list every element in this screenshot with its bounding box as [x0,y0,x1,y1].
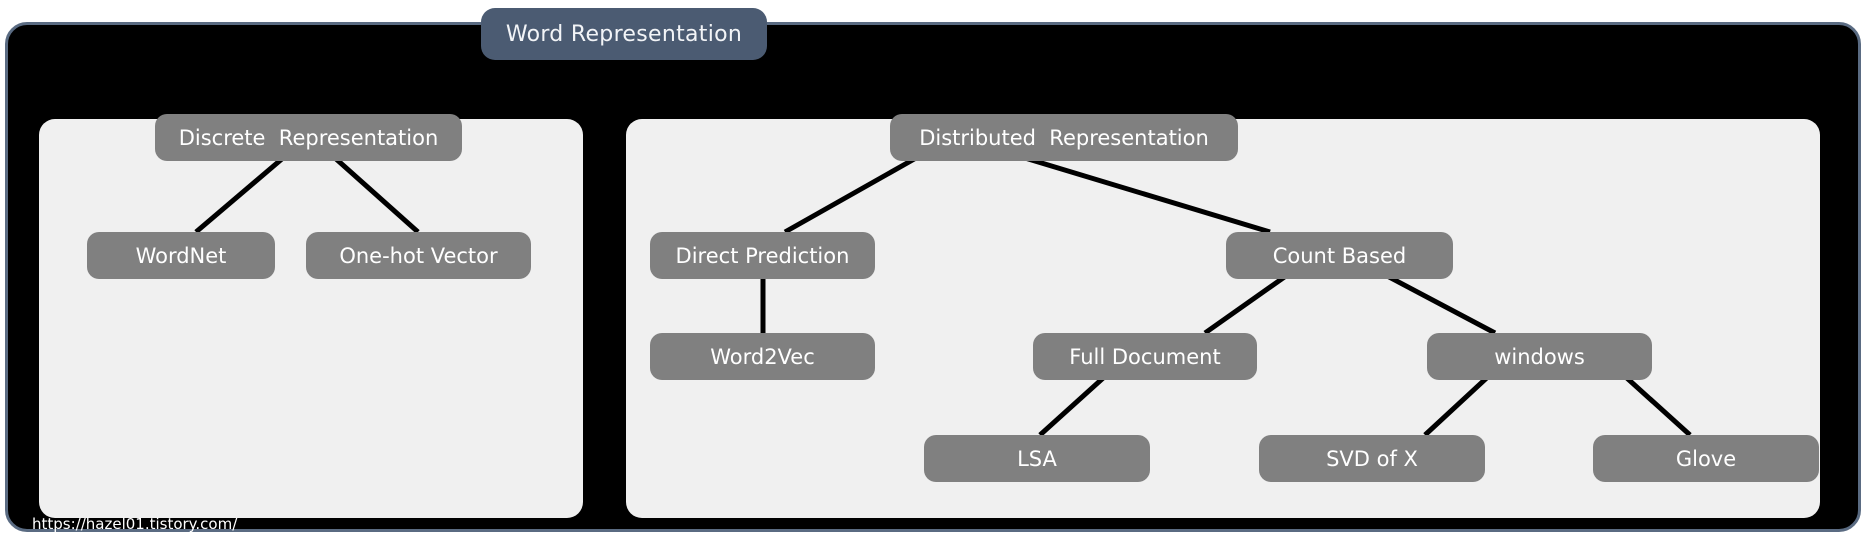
node-wordnet[interactable]: WordNet [87,232,275,279]
node-one-hot-vector[interactable]: One-hot Vector [306,232,531,279]
node-discrete-representation[interactable]: Discrete Representation [155,114,462,161]
node-windows[interactable]: windows [1427,333,1652,380]
node-svd-of-x[interactable]: SVD of X [1259,435,1485,482]
node-lsa[interactable]: LSA [924,435,1150,482]
node-full-document[interactable]: Full Document [1033,333,1257,380]
diagram-title-badge: Word Representation [481,8,767,60]
node-glove[interactable]: Glove [1593,435,1819,482]
watermark-url: https://hazel01.tistory.com/ [32,515,238,533]
node-word2vec[interactable]: Word2Vec [650,333,875,380]
node-distributed-representation[interactable]: Distributed Representation [890,114,1238,161]
node-count-based[interactable]: Count Based [1226,232,1453,279]
panel-discrete-representation [39,119,583,518]
node-direct-prediction[interactable]: Direct Prediction [650,232,875,279]
